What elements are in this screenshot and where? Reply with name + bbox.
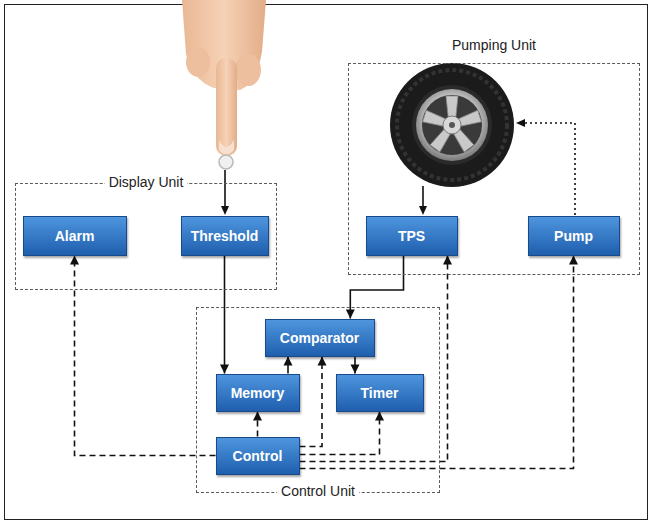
box-label: Alarm [55, 228, 95, 244]
comparator-box: Comparator [265, 319, 375, 357]
group-heading-holder: Pumping Unit [349, 36, 639, 54]
box-label: Pump [554, 228, 593, 244]
memory-box: Memory [216, 374, 300, 412]
tire-to-sensor-arrow [419, 186, 427, 215]
arrow-head [318, 357, 327, 366]
box-label: Threshold [191, 228, 259, 244]
group-heading: Display Unit [105, 174, 188, 190]
control-signal-connector [253, 412, 262, 437]
box-label: Memory [231, 385, 285, 401]
arrow-head [220, 365, 229, 374]
alarm-box: Alarm [23, 216, 127, 256]
hand-illustration [182, 0, 266, 169]
group-heading: Pumping Unit [448, 37, 540, 53]
pump-to-tire-arrow [516, 119, 575, 215]
arrow-head [375, 412, 384, 421]
group-heading-holder: Control Unit [197, 482, 439, 500]
connector-line [300, 357, 323, 447]
arrow-head [443, 256, 452, 265]
arrow-head [284, 357, 293, 366]
tire-illustration [390, 63, 514, 187]
outer-frame [5, 5, 648, 520]
control-signal-connector [300, 256, 579, 469]
data-flow-connector [220, 256, 229, 374]
display-unit-group: Display UnitAlarmThreshold [15, 183, 277, 290]
control-signal-connector [300, 256, 453, 462]
control-box: Control [216, 437, 300, 475]
control-signal-connector [300, 412, 385, 455]
box-label: Control [233, 448, 283, 464]
threshold-box: Threshold [181, 216, 269, 256]
group-heading-holder: Display Unit [16, 173, 276, 191]
box-label: TPS [398, 228, 425, 244]
sensor-box: TPS [366, 216, 458, 256]
arrow-head [70, 256, 79, 265]
arrow-head [253, 412, 262, 421]
data-flow-connector [351, 357, 360, 374]
group-heading: Control Unit [277, 483, 359, 499]
connector-line [300, 256, 574, 469]
arrow-head [346, 310, 355, 319]
box-label: Timer [361, 385, 399, 401]
control-signal-connector [300, 357, 327, 447]
arrow-head [569, 256, 578, 265]
control-signal-connector [70, 256, 216, 456]
data-flow-connector [284, 357, 293, 374]
connector-line [75, 256, 216, 456]
connector-line [300, 256, 448, 462]
touch-arrow [221, 170, 229, 215]
control-unit-group: Control UnitComparatorMemoryTimerControl [196, 307, 440, 493]
connector-line [350, 256, 403, 319]
data-flow-connector [346, 256, 404, 319]
pumping-unit-group: Pumping UnitTPSPump [348, 63, 640, 275]
box-label: Comparator [280, 330, 359, 346]
pump-box: Pump [528, 216, 620, 256]
arrow-head [351, 365, 360, 374]
connector-line [300, 412, 380, 455]
connector-line [224, 256, 226, 374]
timer-box: Timer [336, 374, 424, 412]
